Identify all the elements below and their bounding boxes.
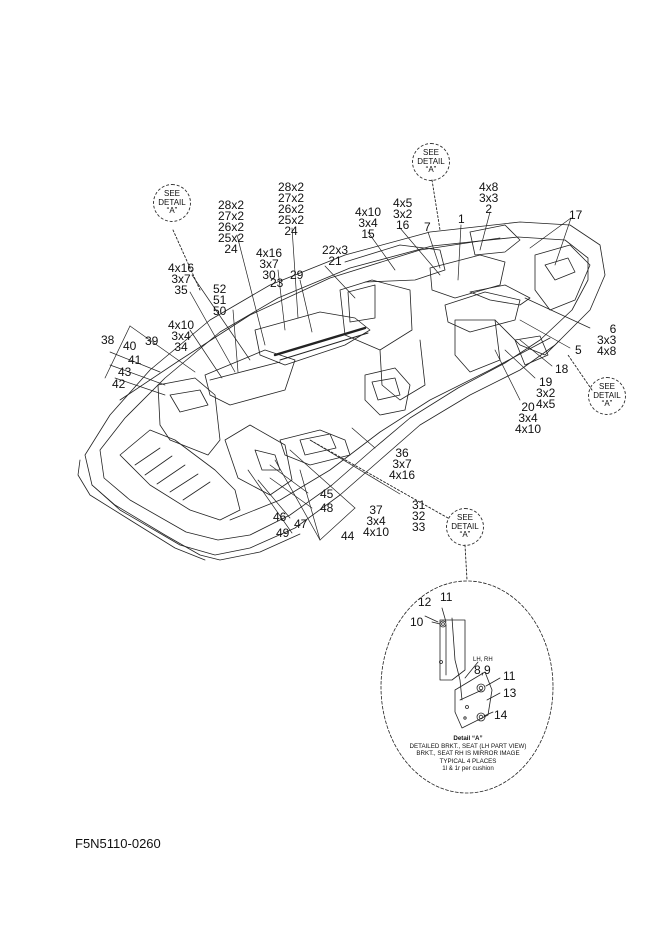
label-36-4x16: 36 3x7 4x16 <box>389 446 416 482</box>
detail-label-10: 10 <box>410 615 424 629</box>
bow-cushion-3 <box>444 291 521 333</box>
label-4x10-15: 4x10 3x4 15 <box>355 205 382 241</box>
port-console <box>454 319 501 373</box>
detail-label-13: 13 <box>503 686 517 700</box>
label-28-24-right: 28x2 27x2 26x2 25x2 24 <box>278 180 305 238</box>
detail-caption-line2: BRKT., SEAT RH IS MIRROR IMAGE <box>416 750 520 757</box>
stern-platform <box>119 429 241 521</box>
leader-lines <box>104 211 591 541</box>
aft-cushion-left <box>224 424 293 496</box>
label-4x5-16: 4x5 3x2 16 <box>393 196 413 232</box>
label-52-50: 52 51 50 <box>213 282 227 318</box>
label-5: 5 <box>575 343 582 357</box>
label-37-4x10: 37 3x4 4x10 <box>363 503 390 539</box>
label-23: 23 <box>270 276 284 290</box>
detail-caption-line4: 1l & 1r per cushion <box>442 765 494 772</box>
hull-outline <box>84 221 606 556</box>
label-29: 29 <box>290 268 304 282</box>
detail-label-11b: 11 <box>503 669 516 683</box>
label-22-21: 22x3 21 <box>322 243 349 268</box>
label-6-4x8: 6 3x3 4x8 <box>597 322 617 358</box>
label-4x16-30: 4x16 3x7 30 <box>256 246 283 282</box>
detail-label-8-9: 8,9 <box>474 663 491 677</box>
label-1: 1 <box>458 212 465 226</box>
seat-bracket-drawing <box>424 607 501 729</box>
label-4x10-34: 4x10 3x4 34 <box>168 318 195 354</box>
floor-cushion <box>279 429 351 466</box>
hull-inner-rim <box>99 236 589 541</box>
label-18: 18 <box>555 362 569 376</box>
bow-cushion-1 <box>429 254 506 299</box>
detail-label-14: 14 <box>494 708 508 722</box>
detail-a-ellipse <box>380 580 554 794</box>
label-17: 17 <box>569 208 583 222</box>
label-19-4x5: 19 3x2 4x5 <box>536 375 556 411</box>
bow-seat-right <box>534 244 591 311</box>
part-code: F5N5110-0260 <box>75 836 161 851</box>
label-31-33: 31 32 33 <box>412 498 426 534</box>
bow-cushion-2 <box>469 224 521 256</box>
hull-chine <box>91 484 301 561</box>
label-41: 41 <box>128 353 142 367</box>
label-7: 7 <box>424 220 431 234</box>
lounge-cushion <box>254 311 371 366</box>
label-20-4x10: 20 3x4 4x10 <box>515 400 542 436</box>
detail-label-11a: 11 <box>440 590 453 604</box>
label-38: 38 <box>101 333 115 347</box>
detail-caption-title: Detail “A” <box>453 735 483 742</box>
detail-caption: Detail “A” DETAILED BRKT., SEAT (LH PART… <box>393 735 543 773</box>
label-46: 46 <box>273 510 287 524</box>
label-47: 47 <box>294 517 308 531</box>
detail-caption-line3: TYPICAL 4 PLACES <box>439 757 497 765</box>
windshield-frame <box>344 244 446 283</box>
label-48: 48 <box>320 501 334 515</box>
label-40: 40 <box>123 339 137 353</box>
label-44: 44 <box>341 529 355 543</box>
label-43: 43 <box>118 365 132 379</box>
label-45: 45 <box>320 487 334 501</box>
label-4x8-2: 4x8 3x3 2 <box>479 180 499 216</box>
sunpad-cushion <box>204 349 296 406</box>
rear-seat-back <box>157 377 221 456</box>
transom <box>77 459 206 561</box>
label-28-24-left: 28x2 27x2 26x2 25x2 24 <box>218 198 245 256</box>
detail-caption-line1: DETAILED BRKT., SEAT (LH PART VIEW) <box>409 742 527 750</box>
detail-label-12: 12 <box>418 595 432 609</box>
bow-cushion-4 <box>469 284 531 306</box>
label-4x16-35: 4x16 3x7 35 <box>168 261 195 297</box>
detail-label-lh-rh: LH, RH <box>473 657 493 663</box>
label-39: 39 <box>145 334 159 348</box>
helm-console <box>339 279 413 351</box>
label-42: 42 <box>112 377 126 391</box>
helm-seat <box>364 367 411 416</box>
label-49: 49 <box>276 526 290 540</box>
